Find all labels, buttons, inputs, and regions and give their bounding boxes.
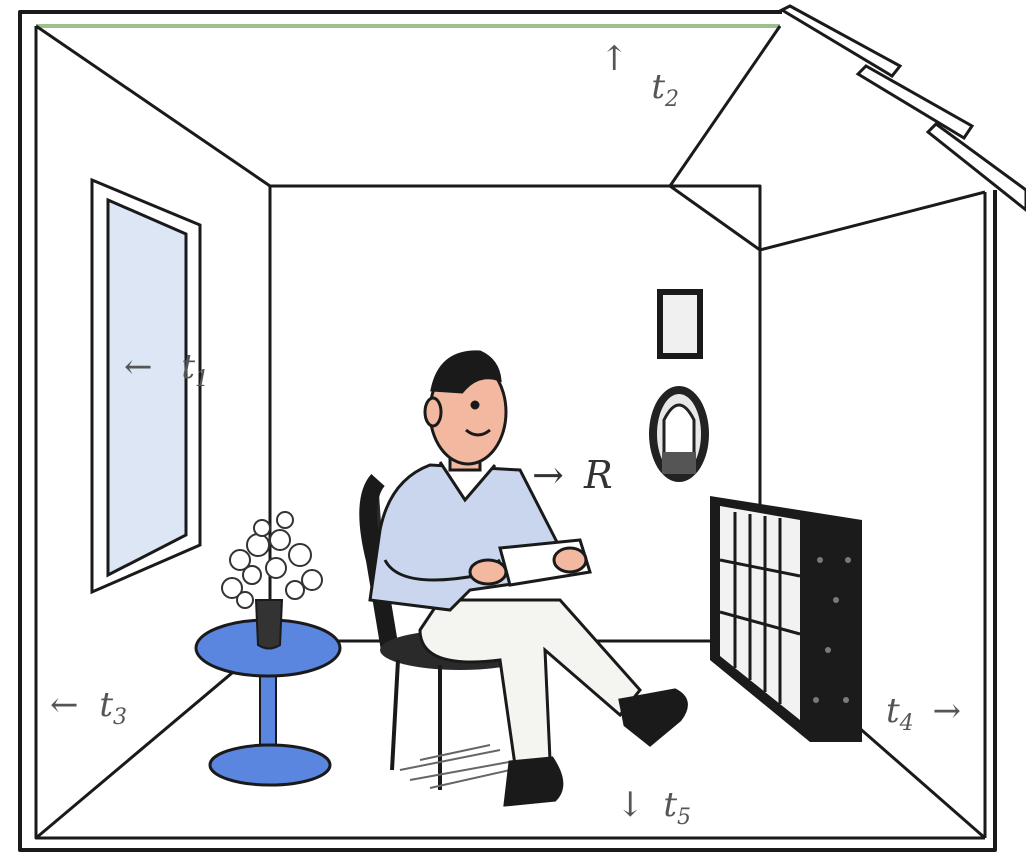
label-t2: ↑ t2 (600, 42, 679, 76)
arrow-right-icon: → (532, 453, 564, 497)
arrow-up-icon: ↑ (600, 39, 629, 79)
label-t1: ← t1 (124, 350, 209, 384)
roof-gutter (782, 6, 1026, 210)
arrow-left-icon: ← (50, 685, 79, 725)
label-t4: t4 → (886, 694, 961, 728)
label-R: → R (532, 456, 613, 494)
label-t5: ↓ t5 (616, 788, 691, 822)
arrow-right-icon: → (932, 691, 961, 731)
oval-mirror (649, 386, 709, 482)
seated-man (370, 352, 686, 805)
arrow-down-icon: ↓ (616, 785, 645, 825)
arrow-left-icon: ← (124, 347, 153, 387)
label-t3: ← t3 (50, 688, 127, 722)
floor-shadow (400, 745, 520, 788)
wall-picture (660, 292, 700, 356)
bookcase (710, 496, 862, 742)
